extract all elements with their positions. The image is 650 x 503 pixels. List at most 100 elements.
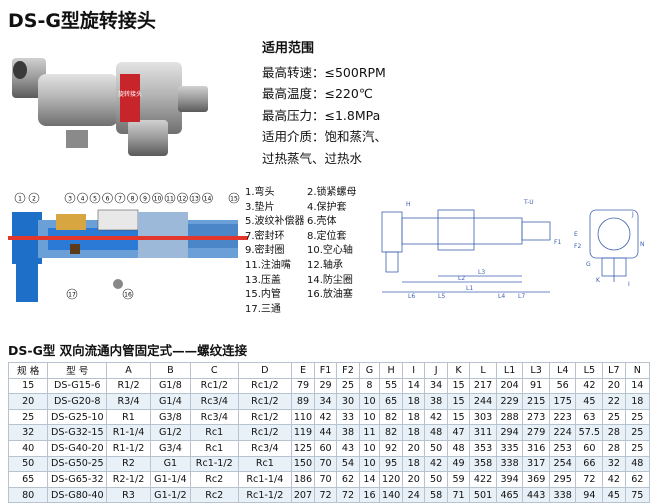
- callout-label: 13: [191, 195, 199, 202]
- table-cell: 25: [602, 408, 626, 426]
- table-cell: 295: [548, 471, 577, 488]
- table-cell: 8: [358, 377, 381, 395]
- table-cell: 72: [336, 486, 360, 503]
- table-cell: DS-G40-20: [47, 439, 108, 457]
- callout-circle: [127, 192, 138, 204]
- table-cell: 42: [602, 471, 626, 488]
- table-cell: 43: [336, 439, 360, 457]
- column-header: B: [149, 362, 191, 379]
- dimension-label: G: [586, 261, 591, 268]
- table-cell: 62: [624, 471, 650, 488]
- table-cell: R1: [106, 408, 151, 426]
- dimension-label: N: [640, 241, 645, 248]
- table-cell: 38: [424, 393, 448, 410]
- table-cell: Rc1: [237, 455, 293, 473]
- table-cell: 207: [291, 486, 315, 503]
- table-cell: DS-G20-8: [47, 393, 108, 410]
- callout-label: 17: [68, 291, 76, 298]
- part-item: 6.壳体: [307, 216, 337, 228]
- table-cell: 49: [446, 455, 471, 473]
- part-item: 16.放油塞: [307, 289, 353, 301]
- table-cell: 229: [495, 393, 524, 410]
- table-cell: 56: [548, 377, 577, 395]
- table-cell: 140: [379, 486, 404, 503]
- dimension-label: K: [596, 277, 601, 284]
- callout-circle: [114, 192, 126, 204]
- table-cell: 44: [313, 424, 338, 441]
- table-cell: 28: [602, 439, 626, 457]
- table-cell: 60: [575, 439, 604, 457]
- callout-label: 5: [93, 195, 97, 202]
- table-cell: 32: [7, 424, 49, 441]
- table-cell: G1/2: [149, 424, 191, 441]
- column-header: L: [469, 362, 497, 379]
- table-cell: Rc1: [189, 424, 239, 441]
- table-cell: 215: [522, 393, 550, 410]
- table-cell: 10: [358, 393, 381, 410]
- callout-circle: [66, 288, 78, 300]
- part-item: 3.垫片: [245, 201, 275, 213]
- table-cell: 279: [522, 424, 550, 441]
- table-cell: 394: [495, 471, 524, 488]
- column-header: 规 格: [7, 362, 49, 379]
- table-cell: 65: [7, 471, 49, 488]
- dimension-label: J: [631, 211, 634, 218]
- part-item: 5.波纹补偿器: [245, 216, 305, 228]
- column-header: L3: [522, 362, 550, 379]
- part-item: 1.弯头: [245, 187, 275, 198]
- column-header: D: [237, 362, 293, 379]
- table-cell: G1/8: [149, 377, 191, 395]
- table-cell: 20: [402, 471, 426, 488]
- column-header: F1: [313, 362, 338, 379]
- table-cell: Rc2: [189, 486, 239, 503]
- table-cell: 57.5: [575, 424, 604, 441]
- table-cell: 120: [379, 471, 404, 488]
- callout-label: 7: [118, 195, 122, 202]
- table-cell: 89: [291, 393, 315, 410]
- table-cell: R3/4: [106, 393, 151, 410]
- part-item: 8.定位套: [307, 230, 347, 242]
- column-header: 型 号: [47, 362, 108, 379]
- table-cell: 40: [7, 439, 49, 457]
- table-cell: G3/8: [149, 408, 191, 426]
- table-cell: DS-G32-15: [47, 424, 108, 441]
- dimension-label: L6: [408, 293, 415, 300]
- callout-label: 9: [143, 195, 147, 202]
- callout-label: 2: [32, 195, 36, 202]
- table-cell: 54: [336, 455, 360, 473]
- table-cell: 45: [602, 486, 626, 503]
- table-cell: 72: [575, 471, 604, 488]
- table-cell: 34: [313, 393, 338, 410]
- table-cell: 65: [379, 393, 404, 410]
- parts-row: 15.内管 16.放油塞: [245, 288, 369, 303]
- callout-circle: [228, 192, 240, 204]
- product-label: 旋转接头: [118, 90, 142, 98]
- callout-circle: [139, 192, 151, 204]
- table-cell: G1: [149, 455, 191, 473]
- column-header: H: [379, 362, 404, 379]
- part-item: 10.空心轴: [307, 245, 353, 257]
- table-cell: 18: [402, 408, 426, 426]
- table-cell: 358: [469, 455, 497, 473]
- table-cell: DS-G65-32: [47, 471, 108, 488]
- table-cell: 59: [446, 471, 471, 488]
- dimension-label: H: [406, 201, 411, 208]
- column-header: L1: [495, 362, 524, 379]
- callout-label: 6: [106, 195, 110, 202]
- table-cell: R1-1/2: [106, 439, 151, 457]
- callout-label: 10: [154, 195, 162, 202]
- table-cell: R3: [106, 486, 151, 503]
- part-item: 15.内管: [245, 289, 281, 301]
- callout-label: 15: [230, 195, 238, 202]
- table-cell: 18: [402, 424, 426, 441]
